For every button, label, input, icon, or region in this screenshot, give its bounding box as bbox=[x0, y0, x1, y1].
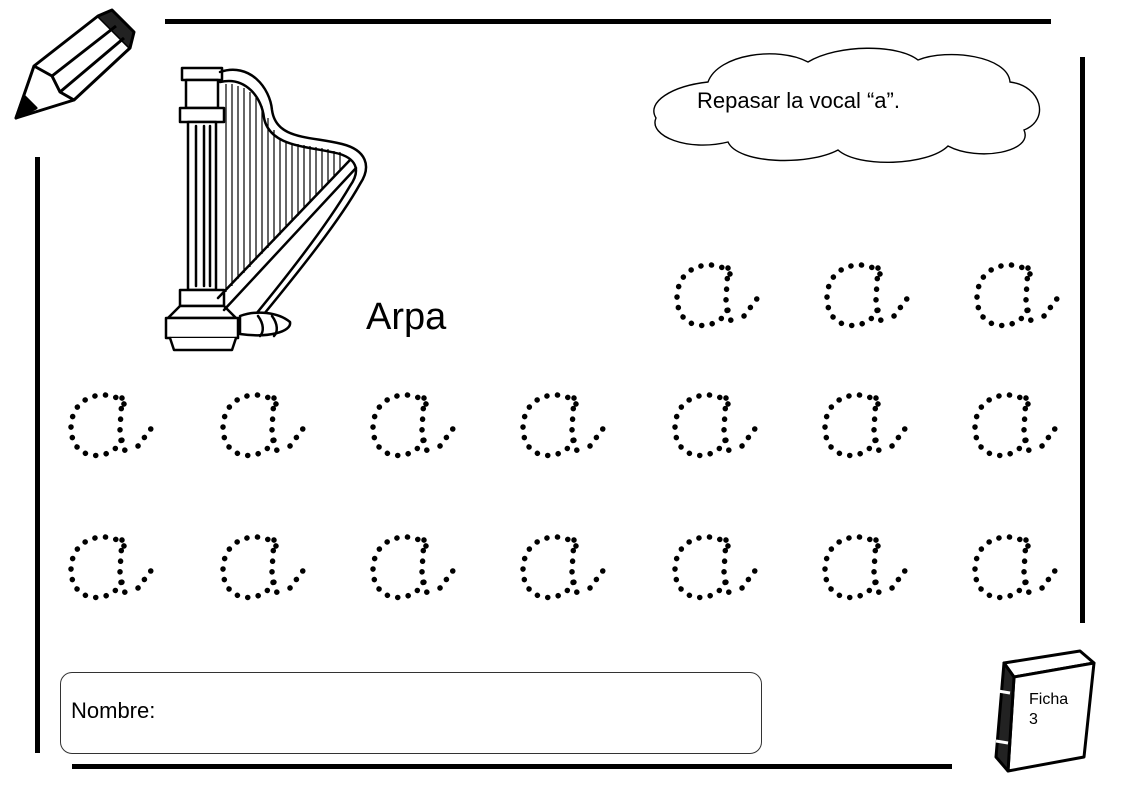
letter-row-2 bbox=[0, 388, 1122, 468]
dotted-letter-a bbox=[216, 388, 316, 468]
dotted-letter-a bbox=[818, 388, 918, 468]
cloud-bubble bbox=[653, 47, 1041, 163]
dotted-letter-a bbox=[216, 530, 316, 610]
instruction-text: Repasar la vocal “a”. bbox=[697, 88, 900, 113]
top-border-line bbox=[165, 19, 1051, 24]
dotted-letter-a bbox=[516, 388, 616, 468]
letter-row-1 bbox=[0, 258, 1122, 338]
word-label: Arpa bbox=[366, 296, 447, 338]
name-label: Nombre: bbox=[71, 698, 156, 723]
sheet-number: 3 bbox=[1029, 711, 1038, 728]
dotted-letter-a bbox=[668, 388, 768, 468]
sheet-label-text: Ficha bbox=[1029, 691, 1069, 708]
dotted-letter-a bbox=[366, 388, 466, 468]
dotted-letter-a bbox=[366, 530, 466, 610]
dotted-letter-a bbox=[64, 530, 164, 610]
letter-row-3 bbox=[0, 530, 1122, 610]
right-border-line bbox=[1080, 57, 1085, 623]
left-border-line bbox=[35, 157, 40, 753]
name-field[interactable]: Nombre: bbox=[60, 672, 762, 754]
dotted-letter-a bbox=[818, 530, 918, 610]
pencil-icon bbox=[14, 8, 136, 120]
harp-illustration bbox=[164, 66, 368, 352]
book-icon bbox=[994, 649, 1096, 773]
bottom-border-line bbox=[72, 764, 952, 769]
dotted-letter-a bbox=[968, 530, 1068, 610]
dotted-letter-a bbox=[970, 258, 1070, 338]
dotted-letter-a bbox=[670, 258, 770, 338]
dotted-letter-a bbox=[64, 388, 164, 468]
sheet-label: Ficha 3 bbox=[1029, 690, 1081, 730]
dotted-letter-a bbox=[516, 530, 616, 610]
dotted-letter-a bbox=[820, 258, 920, 338]
dotted-letter-a bbox=[668, 530, 768, 610]
dotted-letter-a bbox=[968, 388, 1068, 468]
